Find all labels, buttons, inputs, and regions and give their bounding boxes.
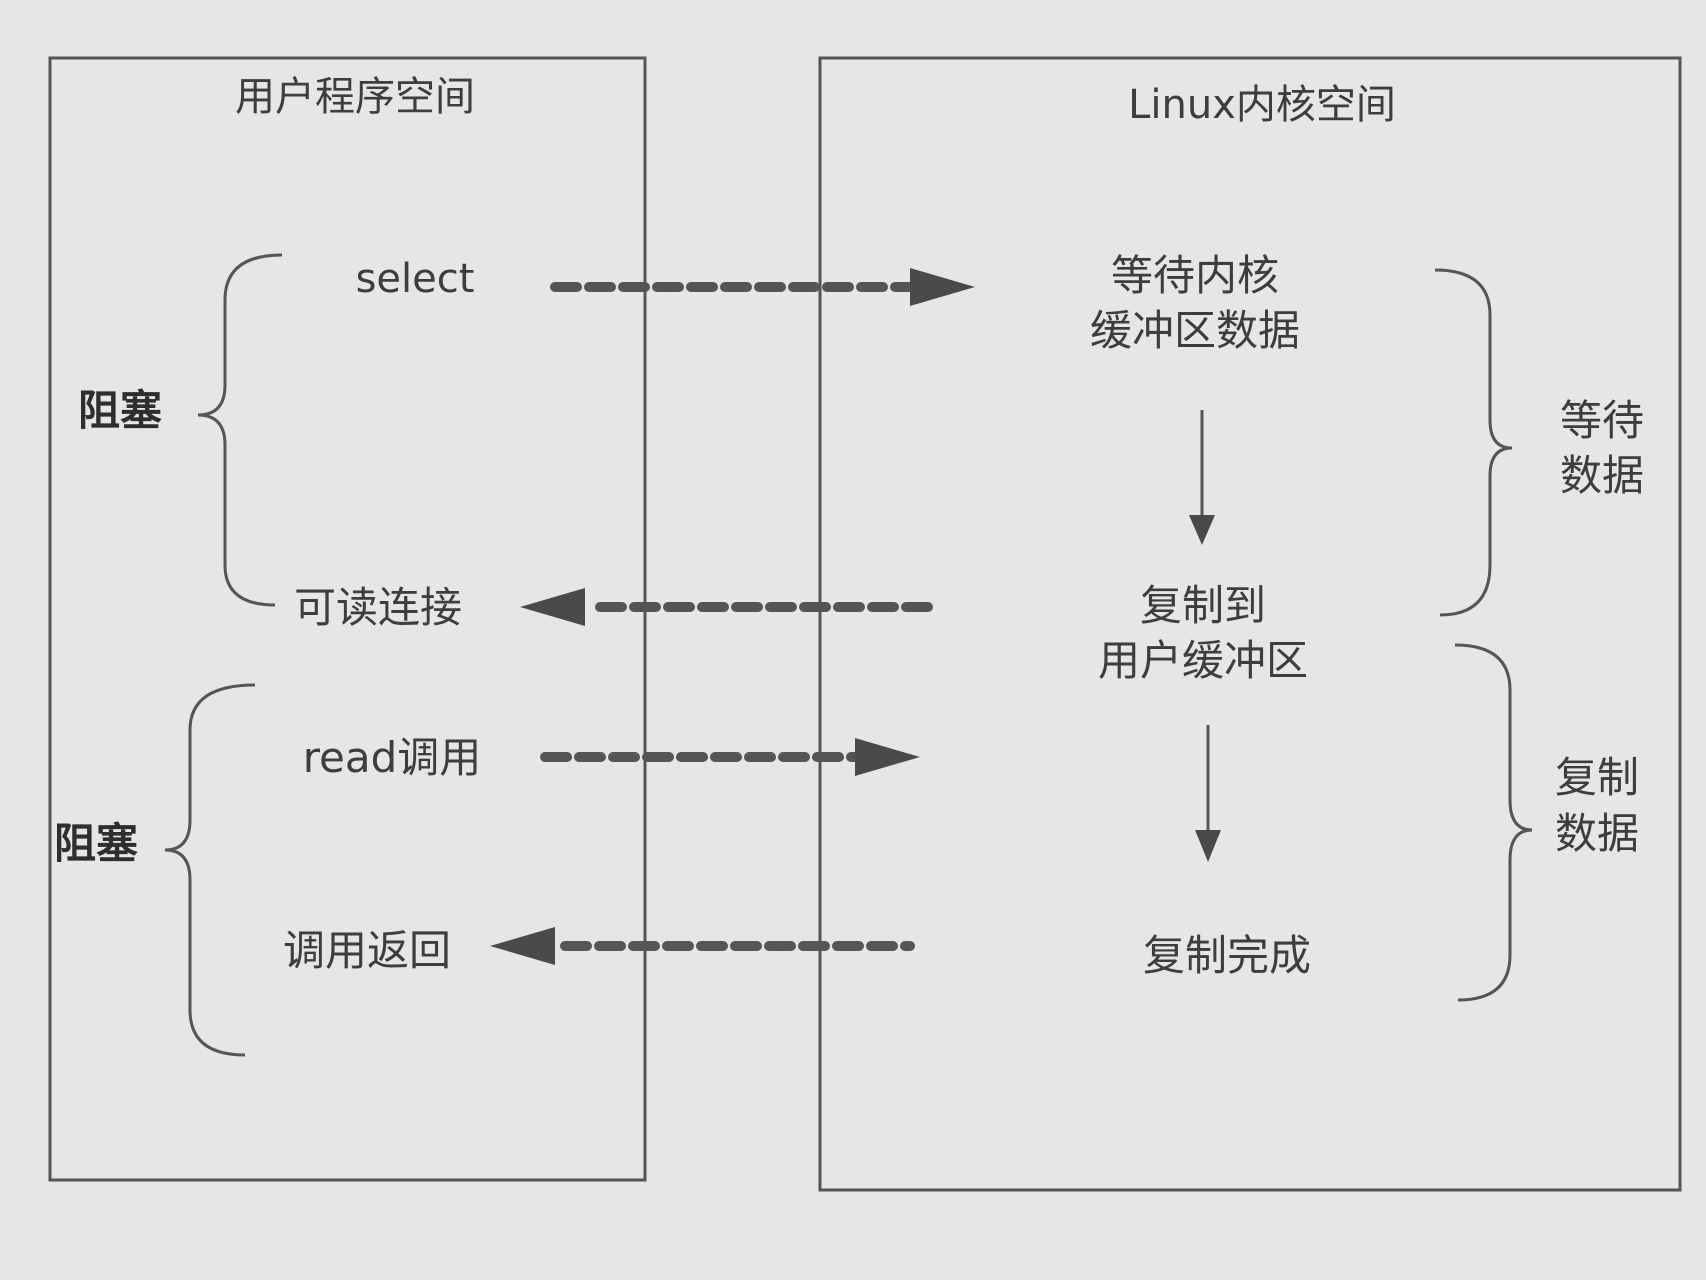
readable-return-arrow <box>520 588 935 626</box>
wait-kernel-data-line1: 等待内核 <box>1111 251 1279 300</box>
copy-done-label: 复制完成 <box>1143 931 1311 980</box>
wait-data-brace <box>1434 268 1513 617</box>
copy-data-label-line2: 数据 <box>1555 809 1639 858</box>
read-request-arrow <box>540 738 920 776</box>
user-space-title: 用户程序空间 <box>235 74 475 120</box>
blocking-label-1: 阻塞 <box>78 386 162 435</box>
select-label: select <box>356 256 475 302</box>
copy-to-user-line1: 复制到 <box>1140 581 1266 630</box>
kernel-space-box <box>818 56 1682 1192</box>
wait-data-label-line1: 等待 <box>1560 396 1644 445</box>
select-request-arrow <box>550 268 975 306</box>
call-return-label: 调用返回 <box>283 926 451 975</box>
read-call-label: read调用 <box>303 733 482 782</box>
copy-data-label-line1: 复制 <box>1555 753 1639 802</box>
copy-data-brace <box>1454 643 1533 1002</box>
user-space-box <box>48 56 647 1182</box>
down-arrow-1 <box>1189 410 1215 545</box>
blocking-brace-2 <box>164 683 256 1057</box>
blocking-label-2: 阻塞 <box>54 819 138 868</box>
copy-to-user-line2: 用户缓冲区 <box>1098 636 1308 685</box>
down-arrow-2 <box>1195 725 1221 862</box>
call-return-arrow <box>490 927 915 965</box>
readable-connection-label: 可读连接 <box>294 583 462 632</box>
blocking-brace-1 <box>197 253 283 607</box>
kernel-space-title: Linux内核空间 <box>1128 82 1396 128</box>
wait-data-label-line2: 数据 <box>1560 451 1644 500</box>
wait-kernel-data-line2: 缓冲区数据 <box>1090 306 1300 355</box>
